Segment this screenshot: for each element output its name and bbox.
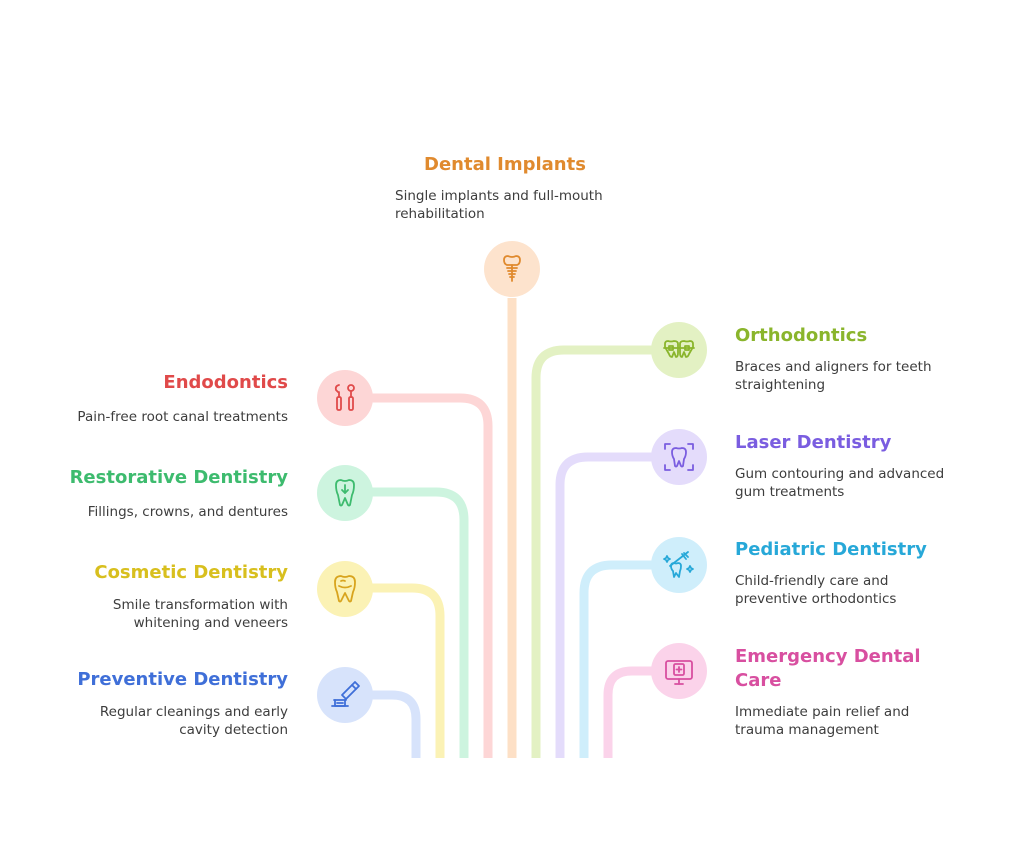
- laser-circle: [651, 429, 707, 485]
- cosmetic-title: Cosmetic Dentistry: [94, 562, 288, 583]
- connector-preventive: [372, 690, 421, 758]
- cosmetic-circle: [317, 561, 373, 617]
- orthodontics-description: Braces and aligners for teeth straighten…: [735, 358, 995, 394]
- orthodontics-circle: [651, 322, 707, 378]
- implants-title: Dental Implants: [424, 154, 586, 175]
- laser-desc-line-1: Gum contouring and advanced: [735, 466, 945, 482]
- implants-desc-line-1: Single implants and full-mouth: [395, 188, 603, 204]
- dental-probe-icon: [334, 384, 355, 411]
- emergency-title-line-1: Emergency Dental: [735, 646, 921, 667]
- pediatric-circle: [651, 537, 707, 593]
- emergency-desc-line-2: trauma management: [735, 722, 879, 738]
- preventive-desc-line-1: Regular cleanings and early: [99, 704, 288, 720]
- pediatric-title: Pediatric Dentistry: [735, 539, 927, 560]
- cosmetic-desc-line-2: whitening and veneers: [133, 615, 288, 631]
- tooth-scan-icon: [664, 443, 694, 471]
- endodontics-title: Endodontics: [163, 372, 288, 393]
- laser-description: Gum contouring and advanced gum treatmen…: [735, 465, 995, 501]
- emergency-description: Immediate pain relief and trauma managem…: [735, 703, 995, 739]
- tooth-filling-icon: [335, 479, 355, 507]
- endodontics-desc-line-1: Pain-free root canal treatments: [77, 409, 288, 425]
- cosmetic-description: Smile transformation with whitening and …: [28, 596, 288, 632]
- preventive-description: Regular cleanings and early cavity detec…: [28, 703, 288, 739]
- orthodontics-title: Orthodontics: [735, 325, 868, 346]
- emergency-title-line-2: Care: [735, 670, 782, 691]
- connector-restorative: [372, 487, 469, 758]
- dental-implant-icon: [503, 255, 521, 282]
- medical-monitor-icon: [665, 660, 693, 685]
- preventive-circle: [317, 667, 373, 723]
- orthodontics-desc-line-1: Braces and aligners for teeth: [735, 359, 932, 375]
- restorative-description: Fillings, crowns, and dentures: [28, 503, 288, 521]
- toothpaste-icon: [331, 681, 360, 707]
- restorative-desc-line-1: Fillings, crowns, and dentures: [87, 504, 288, 520]
- restorative-circle: [317, 465, 373, 521]
- pediatric-desc-line-1: Child-friendly care and: [735, 573, 889, 589]
- implants-circle: [484, 241, 540, 297]
- orthodontics-desc-line-2: straightening: [735, 377, 826, 393]
- laser-desc-line-2: gum treatments: [735, 484, 845, 500]
- toothbrush-sparkle-icon: [663, 551, 694, 578]
- connector-cosmetic: [372, 583, 445, 758]
- emergency-desc-line-1: Immediate pain relief and: [735, 704, 910, 720]
- connector-endodontics: [372, 393, 493, 758]
- laser-title: Laser Dentistry: [735, 432, 892, 453]
- preventive-desc-line-2: cavity detection: [179, 722, 288, 738]
- pediatric-description: Child-friendly care and preventive ortho…: [735, 572, 995, 608]
- endodontics-description: Pain-free root canal treatments: [28, 408, 288, 426]
- preventive-title: Preventive Dentistry: [77, 669, 288, 690]
- implants-description: Single implants and full-mouth rehabilit…: [395, 187, 655, 223]
- cosmetic-desc-line-1: Smile transformation with: [112, 597, 288, 613]
- emergency-circle: [651, 643, 707, 699]
- endodontics-circle: [317, 370, 373, 426]
- connector-orthodontics: [531, 345, 652, 758]
- emergency-title: Emergency Dental Care: [735, 645, 921, 693]
- connector-pediatric: [579, 560, 652, 758]
- connector-laser: [555, 452, 652, 758]
- tooth-icon: [334, 575, 356, 603]
- pediatric-desc-line-2: preventive orthodontics: [735, 591, 897, 607]
- connector-emergency: [603, 666, 652, 758]
- implants-desc-line-2: rehabilitation: [395, 206, 485, 222]
- restorative-title: Restorative Dentistry: [69, 467, 288, 488]
- braces-icon: [663, 340, 695, 358]
